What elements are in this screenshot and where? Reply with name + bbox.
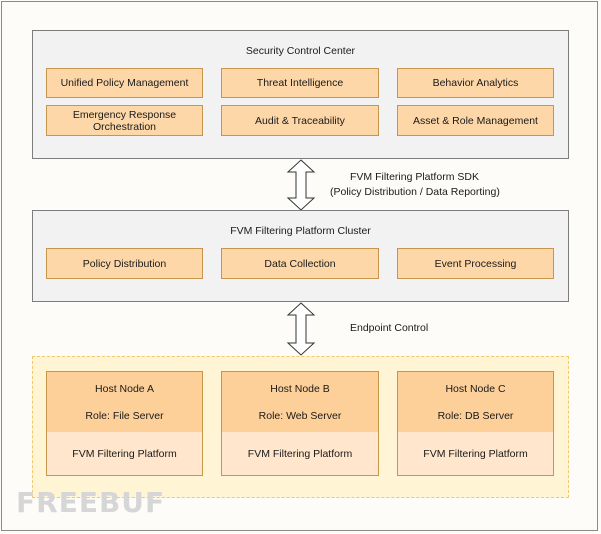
host-node-a-role: Role: File Server bbox=[85, 410, 164, 422]
host-node-c-header: Host Node C Role: DB Server bbox=[398, 372, 553, 433]
module-asset-role-management: Asset & Role Management bbox=[397, 105, 554, 136]
module-behavior-analytics: Behavior Analytics bbox=[397, 68, 554, 98]
host-node-c-name: Host Node C bbox=[445, 383, 506, 395]
security-control-center-title: Security Control Center bbox=[245, 45, 356, 57]
host-node-a: Host Node A Role: File Server FVM Filter… bbox=[46, 371, 203, 476]
host-node-c-role: Role: DB Server bbox=[437, 410, 514, 422]
host-node-a-name: Host Node A bbox=[95, 383, 154, 395]
host-node-c-platform: FVM Filtering Platform bbox=[398, 432, 553, 475]
host-node-b-platform: FVM Filtering Platform bbox=[222, 432, 378, 475]
module-audit-traceability: Audit & Traceability bbox=[221, 105, 379, 136]
fvm-cluster-title: FVM Filtering Platform Cluster bbox=[230, 225, 371, 237]
module-threat-intelligence: Threat Intelligence bbox=[221, 68, 379, 98]
freebuf-watermark: FREEBUF bbox=[16, 486, 166, 519]
endpoint-control-label: Endpoint Control bbox=[350, 322, 429, 334]
module-emergency-response: Emergency Response Orchestration bbox=[46, 105, 203, 136]
sdk-label-line1: FVM Filtering Platform SDK bbox=[350, 171, 479, 183]
module-policy-distribution: Policy Distribution bbox=[46, 248, 203, 279]
host-node-a-platform: FVM Filtering Platform bbox=[47, 432, 202, 475]
host-node-c: Host Node C Role: DB Server FVM Filterin… bbox=[397, 371, 554, 476]
host-node-a-header: Host Node A Role: File Server bbox=[47, 372, 202, 433]
sdk-double-arrow bbox=[286, 159, 316, 211]
module-data-collection: Data Collection bbox=[221, 248, 379, 279]
endpoint-double-arrow bbox=[286, 302, 316, 356]
host-node-b-role: Role: Web Server bbox=[258, 410, 342, 422]
host-node-b: Host Node B Role: Web Server FVM Filteri… bbox=[221, 371, 379, 476]
host-node-b-header: Host Node B Role: Web Server bbox=[222, 372, 378, 433]
module-event-processing: Event Processing bbox=[397, 248, 554, 279]
sdk-label-line2: (Policy Distribution / Data Reporting) bbox=[330, 186, 500, 198]
module-unified-policy-management: Unified Policy Management bbox=[46, 68, 203, 98]
host-node-b-name: Host Node B bbox=[270, 383, 330, 395]
